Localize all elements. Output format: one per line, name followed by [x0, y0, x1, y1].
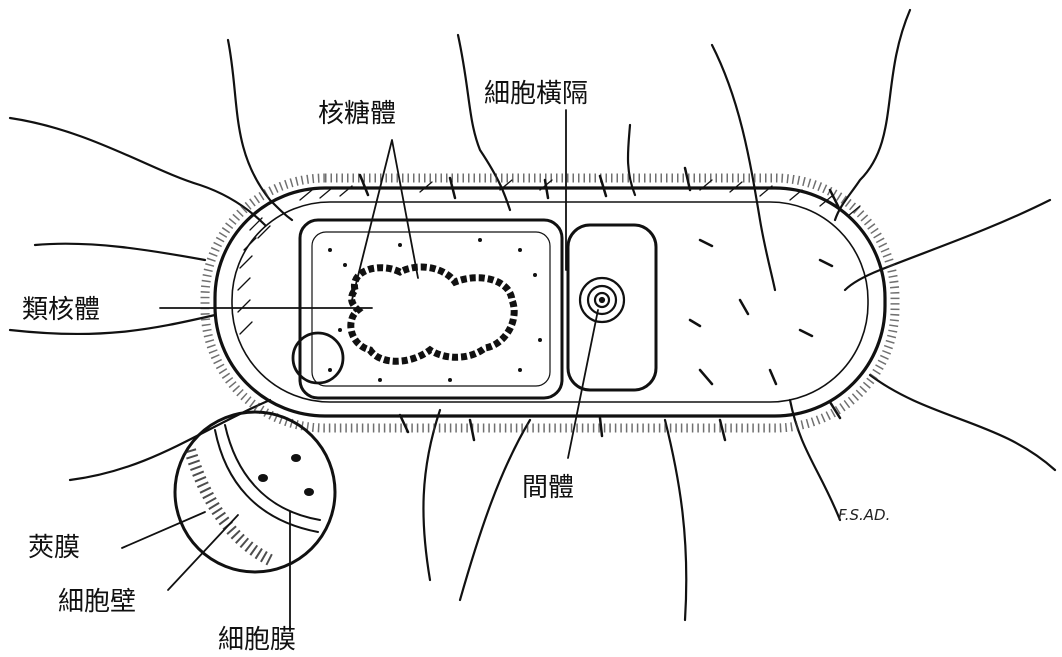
label-cell-wall: 細胞壁: [58, 587, 136, 617]
flagellum: [665, 420, 686, 620]
flagellum: [35, 244, 205, 260]
label-septum: 細胞橫隔: [484, 79, 588, 109]
flagellum: [870, 375, 1055, 470]
label-ribosome: 核糖體: [318, 99, 396, 129]
flagellum: [845, 200, 1050, 290]
flagellum: [423, 410, 440, 580]
label-nucleoid: 類核體: [22, 295, 100, 325]
nucleoid: [351, 267, 514, 361]
label-cell-membrane: 細胞膜: [218, 625, 296, 655]
flagellum: [628, 125, 635, 195]
flagellum: [835, 10, 910, 220]
leader-mesosome: [568, 310, 598, 458]
inset-magnified-wall: [175, 412, 335, 572]
artist-signature: F.S.AD.: [838, 506, 890, 524]
mesosome: [580, 278, 624, 322]
flagellum: [10, 118, 265, 225]
label-mesosome: 間體: [522, 473, 574, 503]
label-capsule: 莢膜: [28, 533, 80, 563]
flagellum: [458, 35, 510, 210]
leader-cell-wall: [168, 515, 238, 590]
flagellum: [790, 400, 840, 520]
flagellum: [712, 45, 775, 290]
flagellum: [460, 420, 530, 600]
